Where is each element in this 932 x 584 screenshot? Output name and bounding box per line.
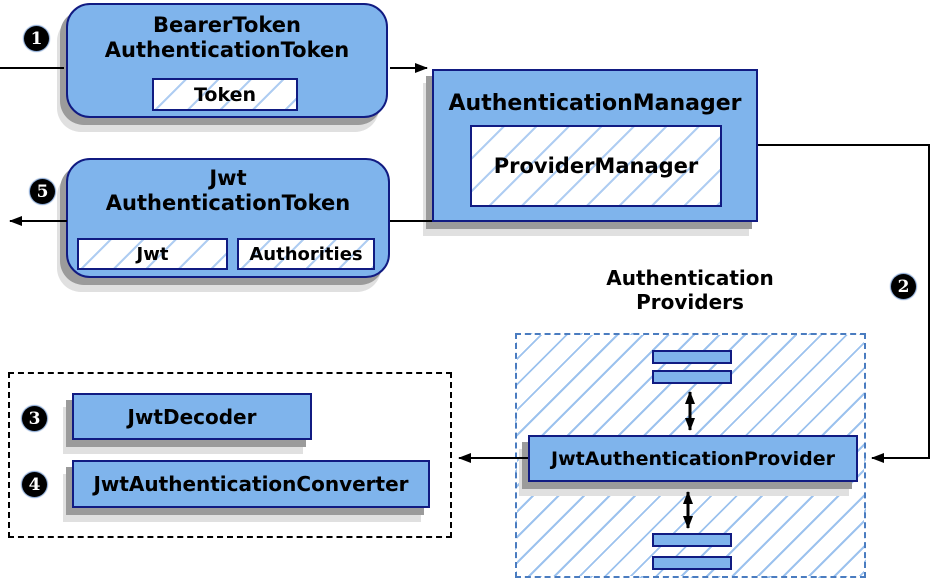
step-2-badge: 2 (891, 274, 916, 299)
authentication-manager-title: AuthenticationManager (448, 91, 742, 116)
provider-manager-box: ProviderManager (470, 125, 722, 207)
authorities-field: Authorities (237, 238, 375, 270)
bearer-token-title-line2: AuthenticationToken (104, 38, 350, 63)
jwt-decoder-node: JwtDecoder (72, 393, 312, 440)
jwt-authentication-provider-node: JwtAuthenticationProvider (528, 435, 858, 482)
provider-stack-bar (652, 556, 732, 570)
jwt-token-title-line1: Jwt (209, 166, 247, 190)
authentication-providers-title: Authentication Providers (545, 266, 835, 314)
provider-stack-bar (652, 370, 732, 384)
step-3-badge: 3 (22, 406, 47, 431)
bearer-token-title-line1: BearerToken (153, 13, 301, 37)
jwt-token-title: Jwt AuthenticationToken (68, 166, 388, 216)
authentication-providers-title-line1: Authentication (606, 266, 774, 290)
step-1-badge: 1 (24, 26, 49, 51)
bearer-token-authentication-token-node: BearerToken AuthenticationToken Token (66, 3, 388, 118)
jwt-authentication-converter-node: JwtAuthenticationConverter (72, 460, 430, 508)
authentication-providers-title-line2: Providers (636, 290, 744, 314)
token-field: Token (152, 78, 298, 111)
provider-stack-bar (652, 533, 732, 547)
provider-stack-bar (652, 350, 732, 364)
bearer-token-title: BearerToken AuthenticationToken (68, 13, 386, 63)
jwt-token-title-line2: AuthenticationToken (105, 191, 351, 216)
jwt-field: Jwt (77, 238, 228, 270)
step-5-badge: 5 (30, 179, 55, 204)
jwt-authentication-token-node: Jwt AuthenticationToken Jwt Authorities (66, 158, 390, 278)
step-4-badge: 4 (22, 472, 47, 497)
authentication-manager-node: AuthenticationManager ProviderManager (432, 69, 758, 222)
